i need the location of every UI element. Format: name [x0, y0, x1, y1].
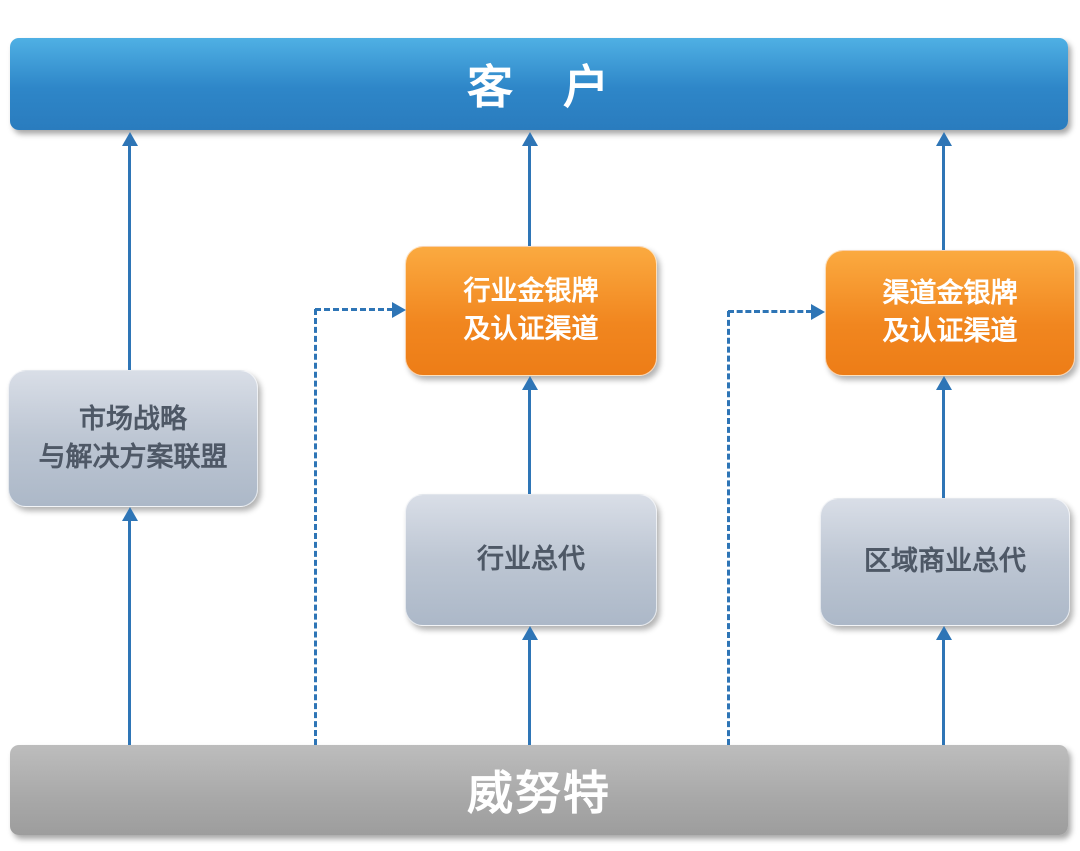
arrow-regional-distributor-to-channel-line	[942, 389, 945, 498]
dashed-arrow-venustech-to-industry-channel-head	[392, 302, 406, 318]
regional-distributor-box-label: 区域商业总代	[864, 546, 1026, 577]
dashed-arrow-venustech-to-channel-channel-head	[811, 304, 825, 320]
alliance-box: 市场战略 与解决方案联盟	[8, 370, 258, 507]
arrow-venustech-to-alliance-line	[128, 520, 131, 745]
arrow-venustech-to-regional-distributor-line	[942, 639, 945, 745]
industry-gold-silver-box: 行业金银牌 及认证渠道	[405, 246, 657, 376]
arrow-venustech-to-alliance-head	[122, 507, 138, 521]
dashed-arrow-venustech-to-channel-channel-vertical	[727, 311, 730, 745]
industry-gold-silver-box-label: 行业金银牌 及认证渠道	[463, 276, 599, 344]
industry-distributor-box: 行业总代	[405, 494, 657, 626]
arrow-industry-channel-to-customer-line	[528, 145, 531, 246]
customer-bar-label: 客 户	[467, 61, 611, 113]
arrow-industry-distributor-to-channel-head	[522, 376, 538, 390]
arrow-channel-channel-to-customer-head	[936, 132, 952, 146]
dashed-arrow-venustech-to-channel-channel-horizontal	[728, 310, 812, 313]
arrow-channel-channel-to-customer-line	[942, 145, 945, 250]
arrow-regional-distributor-to-channel-head	[936, 376, 952, 390]
arrow-venustech-to-industry-distributor-line	[528, 639, 531, 745]
venustech-bar: 威努特	[10, 745, 1068, 835]
dashed-arrow-venustech-to-industry-channel-vertical	[314, 309, 317, 745]
arrow-venustech-to-industry-distributor-head	[522, 626, 538, 640]
arrow-industry-distributor-to-channel-line	[528, 389, 531, 494]
venustech-bar-label: 威努特	[467, 767, 611, 819]
arrow-industry-channel-to-customer-head	[522, 132, 538, 146]
arrow-alliance-to-customer-line	[128, 145, 131, 370]
arrow-venustech-to-regional-distributor-head	[936, 626, 952, 640]
dashed-arrow-venustech-to-industry-channel-horizontal	[315, 308, 393, 311]
arrow-alliance-to-customer-head	[122, 132, 138, 146]
regional-distributor-box: 区域商业总代	[820, 498, 1070, 626]
industry-distributor-box-label: 行业总代	[477, 544, 585, 575]
alliance-box-label: 市场战略 与解决方案联盟	[38, 403, 228, 472]
channel-gold-silver-box-label: 渠道金银牌 及认证渠道	[882, 278, 1018, 346]
customer-bar: 客 户	[10, 38, 1068, 130]
channel-gold-silver-box: 渠道金银牌 及认证渠道	[825, 250, 1075, 376]
